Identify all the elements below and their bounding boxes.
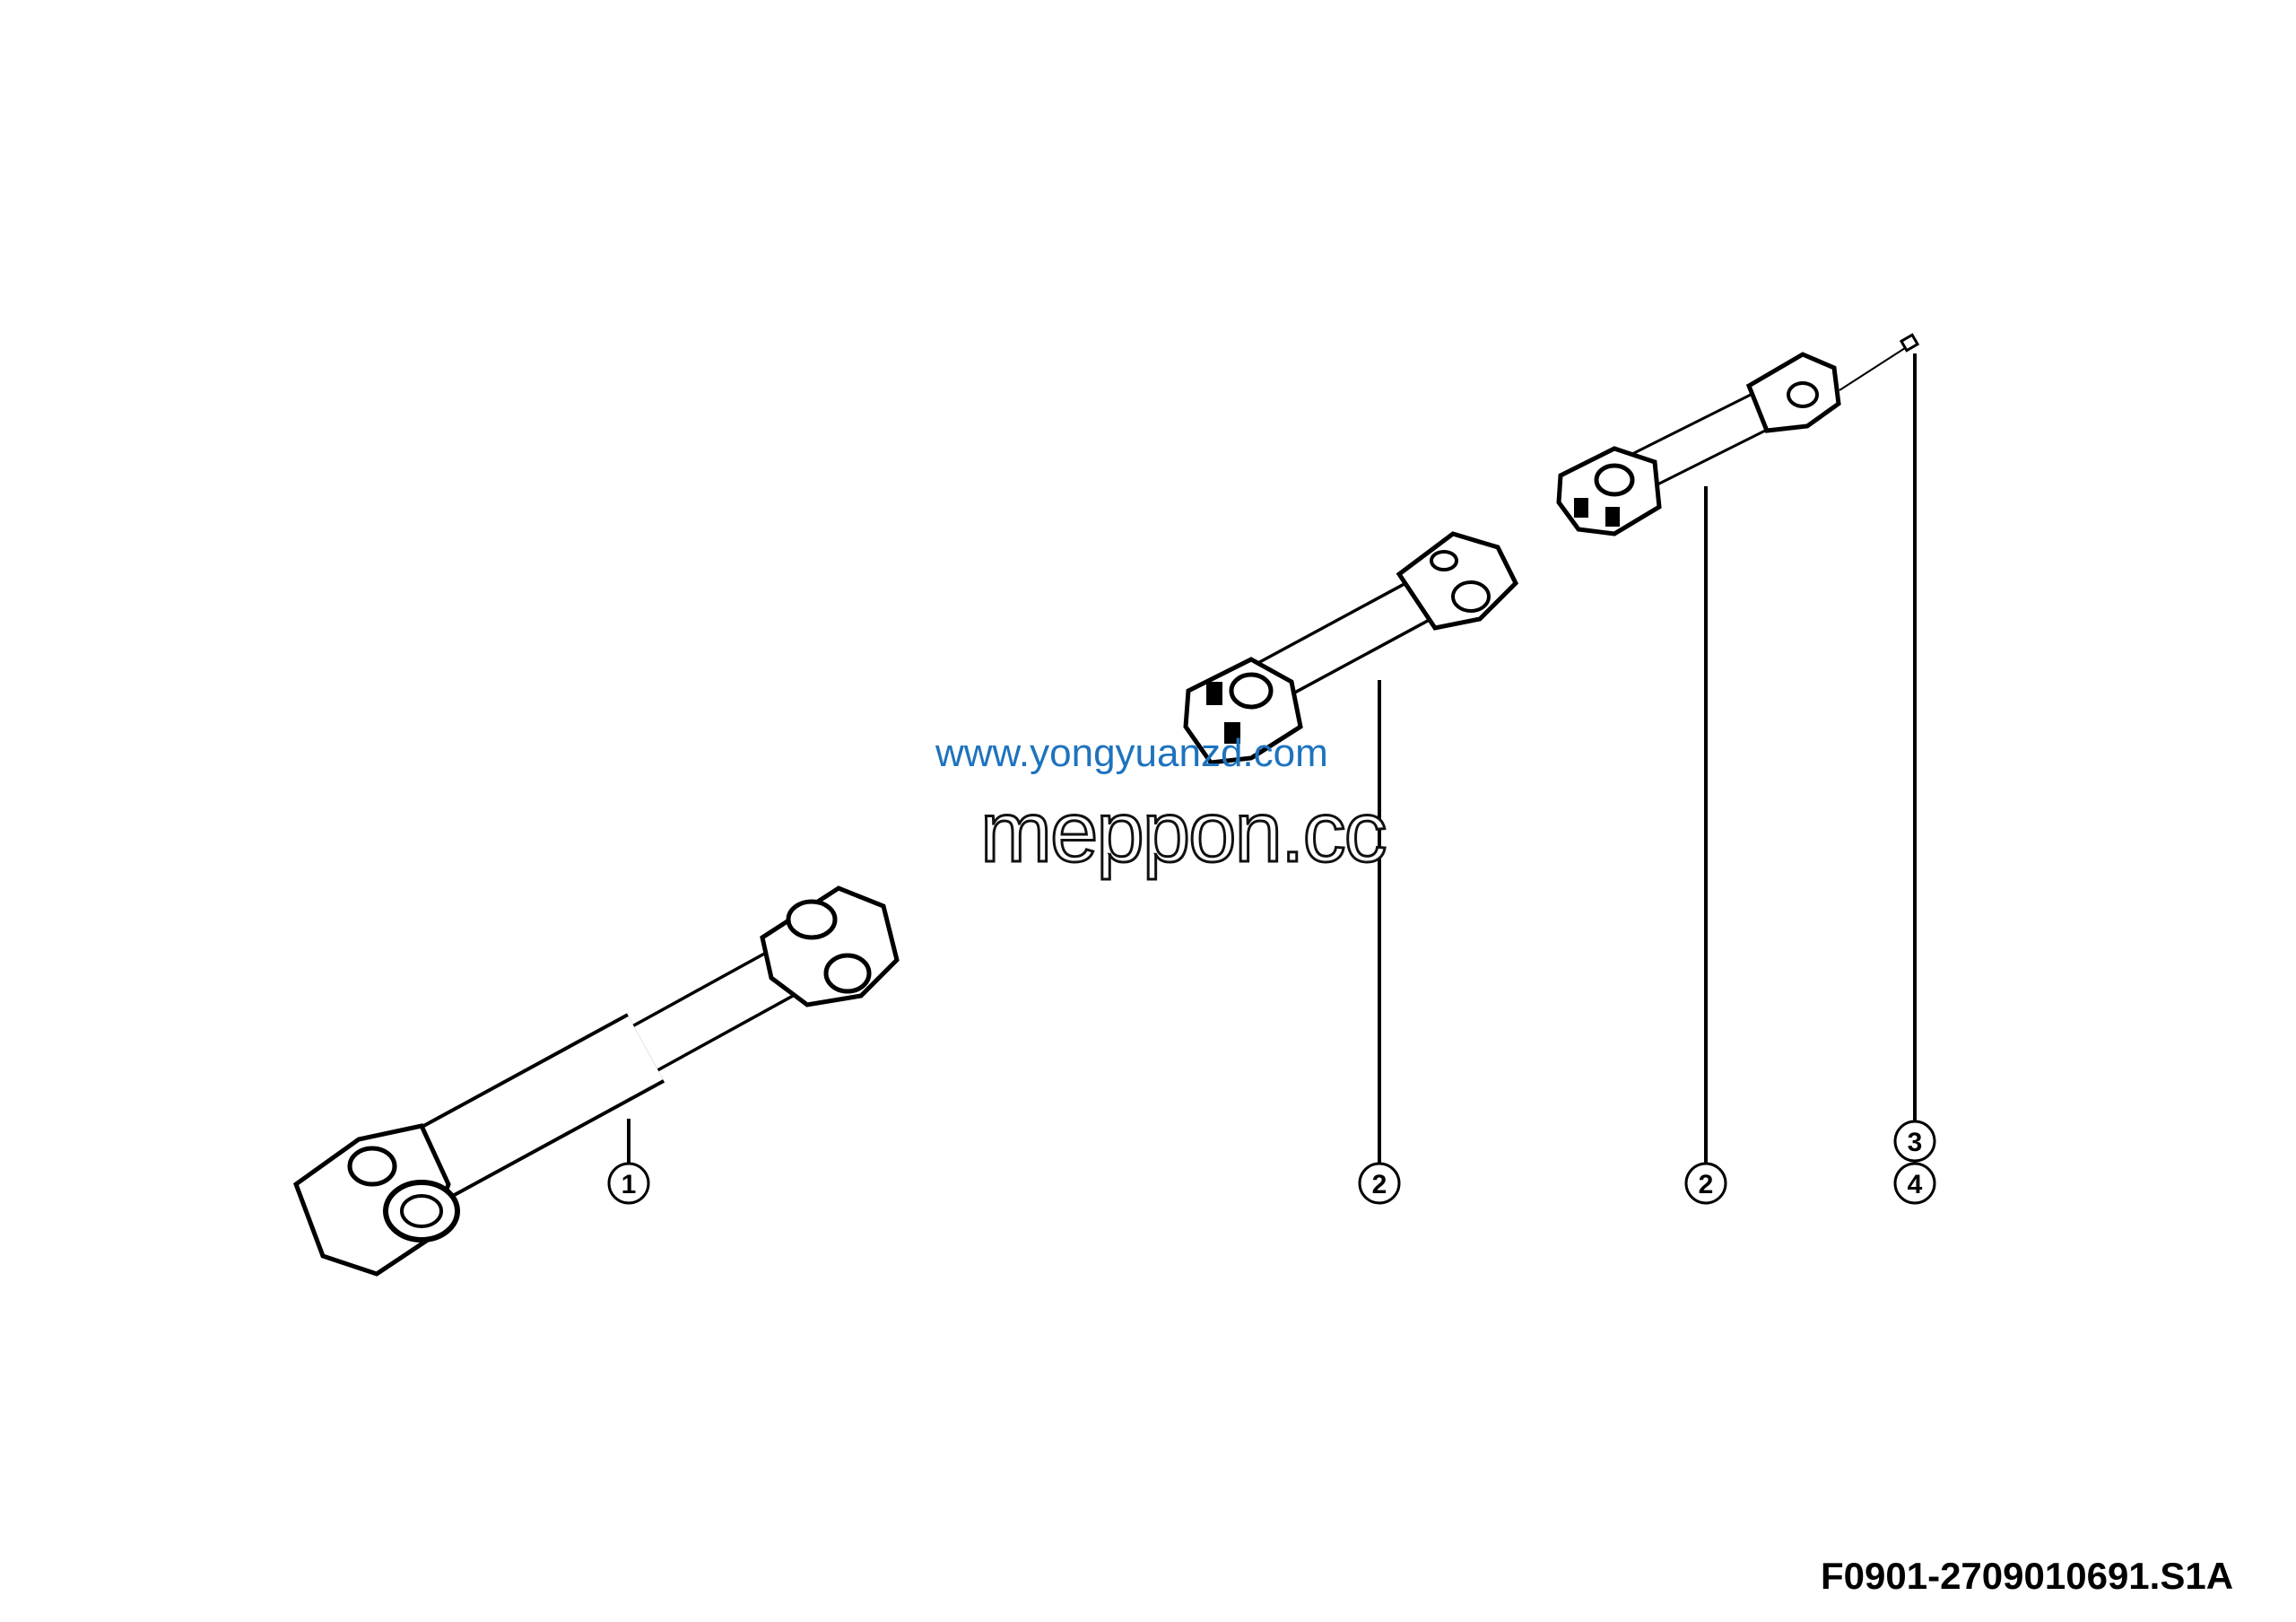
propeller-shaft-2b [1556,352,1841,536]
callout-4: 4 [1893,1162,1936,1205]
callout-2a: 2 [1358,1162,1401,1205]
bolt-part [1839,333,1920,391]
watermark-outline: meppon.cc [979,784,1389,880]
callout-1: 1 [607,1162,650,1205]
callout-2b: 2 [1684,1162,1727,1205]
watermark-url: www.yongyuanzd.com [935,731,1328,775]
callout-4-label: 4 [1908,1170,1923,1199]
figure-code: F0901-2709010691.S1A [1821,1555,2234,1597]
propeller-shaft-1 [292,885,900,1277]
callout-2b-label: 2 [1699,1170,1714,1199]
propeller-shaft-2a [1183,531,1519,765]
callout-3-label: 3 [1908,1128,1923,1157]
callout-3: 3 [1893,1120,1936,1163]
callout-1-label: 1 [622,1170,637,1199]
callout-2a-label: 2 [1372,1170,1387,1199]
